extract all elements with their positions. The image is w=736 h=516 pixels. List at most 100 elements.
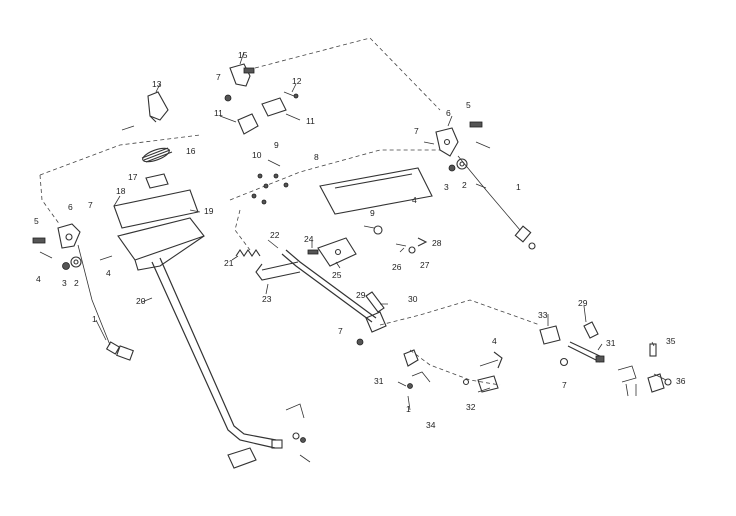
callout-35: 35 <box>666 336 676 346</box>
clamp-11-icon <box>237 97 287 135</box>
callout-5-right: 5 <box>466 100 471 110</box>
washer-9-center-icon <box>363 225 383 235</box>
grip-pad-18-icon <box>113 189 199 229</box>
rod-bottom-fastener-icon <box>285 403 311 463</box>
assembly-line-top <box>254 37 441 111</box>
callout-8: 8 <box>314 152 319 162</box>
callout-7-left: 7 <box>88 200 93 210</box>
callout-30: 30 <box>408 294 418 304</box>
callout-7-lower-right: 7 <box>562 380 567 390</box>
callout-11-left: 11 <box>214 108 223 118</box>
clip-32-icon <box>462 375 499 393</box>
callout-7-right: 7 <box>414 126 419 136</box>
fitting-30-icon <box>365 311 387 333</box>
callout-11-right: 11 <box>306 116 315 126</box>
nut-7-lower-icon <box>356 338 364 346</box>
rod-end-icon <box>271 439 283 449</box>
washer-28-icon <box>417 237 428 247</box>
callout-27: 27 <box>420 260 430 270</box>
callout-12: 12 <box>292 76 302 86</box>
callout-24: 24 <box>304 234 314 244</box>
callout-16: 16 <box>186 146 196 156</box>
callout-7-center: 7 <box>338 326 343 336</box>
block-33-icon <box>539 325 561 345</box>
callout-31-right: 31 <box>606 338 616 348</box>
callout-22: 22 <box>270 230 280 240</box>
callout-4-left: 4 <box>36 274 41 284</box>
assembly-line-left <box>39 134 201 176</box>
washer-26-icon <box>395 243 407 247</box>
callout-21: 21 <box>224 258 234 268</box>
callout-15: 15 <box>238 50 248 60</box>
callout-7-top: 7 <box>216 72 221 82</box>
left-nut-icon <box>62 262 70 270</box>
nut-7-right-icon <box>559 357 569 367</box>
bolt-29-right-icon <box>583 321 599 339</box>
knob-13-icon <box>147 91 169 123</box>
rod-bottom-bracket-icon <box>227 447 257 469</box>
callout-4-center: 4 <box>412 195 417 205</box>
callout-3-left: 3 <box>62 278 67 288</box>
callout-32: 32 <box>466 402 476 412</box>
left-pin-icon <box>99 255 113 261</box>
callout-1-left: 1 <box>92 314 97 324</box>
right-cable <box>457 155 521 231</box>
callout-9-top: 9 <box>274 140 279 150</box>
right-screw-7-icon <box>423 141 435 145</box>
callout-3-right: 3 <box>444 182 449 192</box>
bracket-15-icon <box>229 63 255 87</box>
shaft-31-icon <box>567 341 605 363</box>
callout-4-left-b: 4 <box>106 268 111 278</box>
assembly-line-left-vertical <box>39 174 61 226</box>
spring-21-icon <box>235 249 261 257</box>
left-bracket-icon <box>57 223 81 249</box>
handle-grip-19-icon <box>117 217 205 271</box>
lower-rod-4-icon <box>479 351 503 369</box>
callout-28: 28 <box>432 238 442 248</box>
callout-labels: 1 1 1 2 2 3 3 4 4 4 4 5 5 6 6 7 7 7 7 7 … <box>34 50 686 430</box>
left-bolt-icon <box>32 237 46 244</box>
bolt-29-center-icon <box>365 291 385 313</box>
callout-9-center: 9 <box>370 208 375 218</box>
control-rod-22 <box>281 249 377 323</box>
callout-13: 13 <box>152 79 162 89</box>
left-screw-icon <box>39 251 53 259</box>
lower-bracket-icon <box>403 349 431 411</box>
center-bracket-8-icon <box>319 167 433 215</box>
leader-lines <box>95 51 667 393</box>
washer-27-icon <box>408 246 416 254</box>
bolt-24-icon <box>307 249 319 255</box>
callout-1-lower: 1 <box>406 404 411 414</box>
callout-2-left: 2 <box>74 278 79 288</box>
decal-17-icon <box>145 173 169 189</box>
assembly-line-bottom <box>409 349 501 386</box>
pin-35-icon <box>649 343 657 357</box>
callout-34: 34 <box>426 420 436 430</box>
center-fasteners-icon <box>251 159 289 205</box>
callout-29-right: 29 <box>578 298 588 308</box>
callout-29-center: 29 <box>356 290 366 300</box>
callout-6-right: 6 <box>446 108 451 118</box>
spring-16-icon <box>141 147 173 163</box>
nut-7-top-icon <box>224 94 232 102</box>
left-cable-end-icon <box>105 341 134 361</box>
callout-10: 10 <box>252 150 262 160</box>
right-nut-3-icon <box>448 164 456 172</box>
pivot-bracket-25-icon <box>317 237 357 267</box>
callout-19: 19 <box>204 206 214 216</box>
callout-36: 36 <box>676 376 686 386</box>
callout-23: 23 <box>262 294 272 304</box>
latch-assembly-icon <box>617 365 637 397</box>
callout-26: 26 <box>392 262 402 272</box>
assembly-line-mid <box>234 209 251 251</box>
callout-1-right: 1 <box>516 182 521 192</box>
callout-18: 18 <box>116 186 126 196</box>
right-bracket-6-icon <box>435 127 459 157</box>
left-washer-icon <box>70 256 82 268</box>
right-cable-end-icon <box>514 225 536 250</box>
callout-5-left: 5 <box>34 216 39 226</box>
clip-icon <box>121 125 135 131</box>
callout-25: 25 <box>332 270 342 280</box>
left-cable <box>77 244 111 346</box>
